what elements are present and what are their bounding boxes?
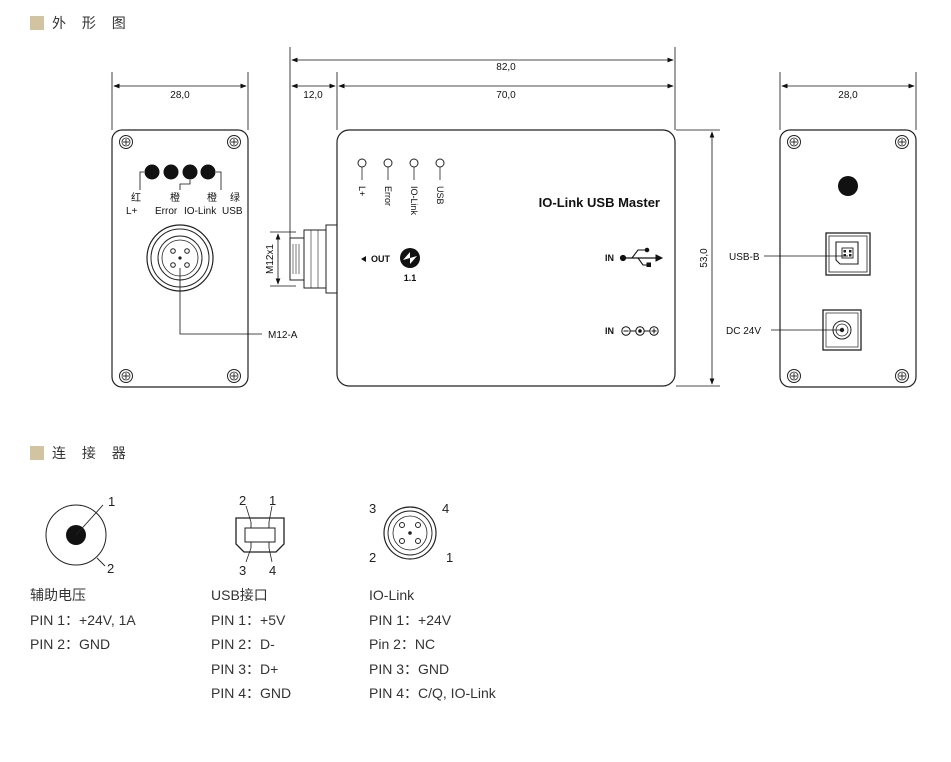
led-color-label: 橙 bbox=[207, 191, 217, 204]
out-connector-stub bbox=[289, 224, 339, 294]
pin-line: PIN 1：+24V, 1A bbox=[30, 611, 136, 628]
in-power-label: IN bbox=[605, 326, 614, 336]
m12-connector-icon bbox=[146, 224, 214, 292]
usb-pin-block: USB接口 PIN 1：+5V PIN 2：D- PIN 3：D+ PIN 4：… bbox=[211, 583, 291, 706]
dim-right-width: 28,0 bbox=[838, 90, 858, 101]
top-led-label: IO-Link bbox=[409, 186, 419, 216]
iolink-title: IO-Link bbox=[369, 587, 415, 603]
dc-callout: DC 24V bbox=[726, 326, 761, 337]
dim-body-length: 70,0 bbox=[496, 90, 516, 101]
device-body bbox=[336, 129, 676, 387]
led-label: Error bbox=[155, 206, 178, 217]
aux-power-title: 辅助电压 bbox=[30, 587, 86, 603]
led-icon bbox=[435, 158, 445, 168]
pin-line: Pin 2：NC bbox=[369, 636, 436, 652]
led-color-label: 橙 bbox=[170, 191, 180, 204]
usb-pin-label: 3 bbox=[239, 563, 246, 578]
usb-title: USB接口 bbox=[211, 587, 268, 603]
usb-pin-label: 2 bbox=[239, 493, 246, 508]
pin-line: PIN 4：GND bbox=[211, 685, 292, 701]
usb-connector-diagram: 2 1 3 4 bbox=[235, 493, 285, 578]
led-icon bbox=[182, 164, 198, 180]
pin-line: PIN 2：D- bbox=[211, 636, 275, 652]
dim-left-width: 28,0 bbox=[170, 90, 190, 101]
top-view: 82,0 12,0 70,0 53,0 M12x1 bbox=[265, 47, 720, 387]
pin-line: PIN 3：GND bbox=[369, 660, 450, 677]
pin-line: PIN 1：+5V bbox=[211, 611, 286, 628]
iolink-pin-label: 2 bbox=[369, 550, 376, 565]
led-icon bbox=[163, 164, 179, 180]
screw-icon bbox=[227, 369, 241, 383]
led-icon bbox=[200, 164, 216, 180]
iolink-connector-diagram: 3 4 2 1 bbox=[369, 501, 453, 565]
pin-line: PIN 2：GND bbox=[30, 636, 111, 652]
iolink-pin-label: 1 bbox=[446, 550, 453, 565]
pin-line: PIN 4：C/Q, IO-Link bbox=[369, 685, 496, 701]
iolink-pin-label: 4 bbox=[442, 501, 449, 516]
section-connectors-title: 连 接 器 bbox=[52, 445, 132, 461]
top-led-label: Error bbox=[383, 186, 393, 206]
led-color-label: 红 bbox=[131, 191, 141, 204]
top-led-label: L+ bbox=[357, 186, 367, 196]
screw-icon bbox=[895, 369, 909, 383]
aux-power-pin-block: 辅助电压 PIN 1：+24V, 1A PIN 2：GND bbox=[30, 583, 136, 657]
out-label: OUT bbox=[371, 254, 391, 264]
iolink-logo-icon bbox=[400, 248, 420, 268]
front-panel: 28,0 红 橙 橙 绿 L+ Error IO-Link USB bbox=[111, 72, 298, 388]
usb-symbol-icon bbox=[619, 247, 664, 267]
dim-connector-length: 12,0 bbox=[303, 90, 323, 101]
usb-pin-label: 1 bbox=[269, 493, 276, 508]
section-outline-heading: 外 形 图 bbox=[30, 13, 132, 33]
screw-icon bbox=[119, 369, 133, 383]
led-label: IO-Link bbox=[184, 206, 217, 217]
iolink-pin-label: 3 bbox=[369, 501, 376, 516]
usb-b-port-icon bbox=[825, 232, 871, 276]
screw-icon bbox=[787, 135, 801, 149]
section-outline-title: 外 形 图 bbox=[52, 15, 132, 31]
top-led-label: USB bbox=[435, 186, 445, 205]
pin-line: PIN 3：D+ bbox=[211, 660, 279, 677]
led-label: L+ bbox=[126, 206, 138, 217]
section-connectors-heading: 连 接 器 bbox=[30, 443, 132, 463]
port-version: 1.1 bbox=[404, 273, 417, 283]
usb-b-callout: USB-B bbox=[729, 252, 760, 263]
back-panel: 28,0 USB-B DC 24V bbox=[726, 72, 917, 388]
section-marker bbox=[30, 16, 44, 30]
dc-polarity-icon bbox=[621, 326, 659, 336]
led-color-label: 绿 bbox=[230, 191, 240, 204]
screw-icon bbox=[787, 369, 801, 383]
screw-icon bbox=[227, 135, 241, 149]
aux-pin-label: 2 bbox=[107, 561, 114, 576]
led-icon bbox=[409, 158, 419, 168]
in-usb-label: IN bbox=[605, 253, 614, 263]
section-marker bbox=[30, 446, 44, 460]
device-title: IO-Link USB Master bbox=[539, 195, 660, 210]
dim-total-length: 82,0 bbox=[496, 62, 516, 73]
iolink-pin-block: IO-Link PIN 1：+24V Pin 2：NC PIN 3：GND PI… bbox=[369, 583, 496, 706]
led-icon bbox=[383, 158, 393, 168]
pin-line: PIN 1：+24V bbox=[369, 611, 452, 628]
screw-icon bbox=[895, 135, 909, 149]
aux-power-connector-diagram: 1 2 bbox=[45, 494, 115, 576]
usb-pin-label: 4 bbox=[269, 563, 276, 578]
led-label: USB bbox=[222, 206, 243, 217]
led-icon bbox=[357, 158, 367, 168]
screw-icon bbox=[119, 135, 133, 149]
dim-height: 53,0 bbox=[699, 248, 710, 268]
m12-callout: M12-A bbox=[268, 330, 298, 341]
led-icon bbox=[144, 164, 160, 180]
arrow-left-icon bbox=[361, 256, 366, 262]
aux-pin-label: 1 bbox=[108, 494, 115, 509]
dim-thread: M12x1 bbox=[265, 244, 276, 274]
led-icon bbox=[838, 176, 858, 196]
